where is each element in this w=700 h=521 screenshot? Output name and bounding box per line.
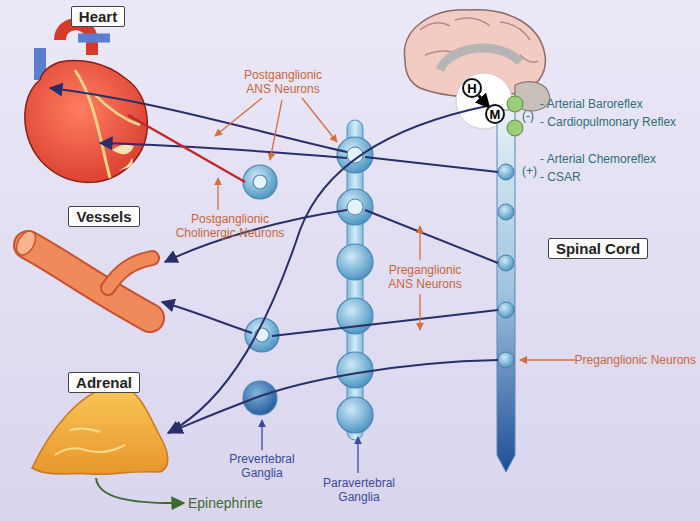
spinal-cord xyxy=(497,110,515,472)
pathway-arrow xyxy=(479,95,489,106)
adrenal-illustration xyxy=(32,386,168,475)
prevertebral-ganglion xyxy=(243,165,279,415)
preganglionic-neuron xyxy=(498,164,514,368)
annotation-label: Prevertebral Ganglia xyxy=(222,452,302,480)
annotation-label: - Arterial Chemoreflex xyxy=(540,152,656,166)
annotation-label: Postganglionic Cholinergic Neurons xyxy=(165,212,295,240)
annotation-label: - CSAR xyxy=(540,170,581,184)
vessel-illustration xyxy=(13,228,152,318)
organ-label: Heart xyxy=(71,6,125,27)
annotation-label: - Arterial Baroreflex xyxy=(540,97,643,111)
annotation-label: - Cardiopulmonary Reflex xyxy=(540,115,676,129)
neuron-line xyxy=(50,88,498,433)
paravertebral-ganglion xyxy=(337,137,373,433)
annotation-label: Preganglionic Neurons xyxy=(575,353,696,367)
node-text: H xyxy=(467,81,476,96)
annotation-label: Preganglionic ANS Neurons xyxy=(380,263,470,291)
heart-illustration xyxy=(25,24,147,182)
region-label: Spinal Cord xyxy=(548,238,648,259)
annotation-label: Epinephrine xyxy=(188,496,263,510)
brain-center: M xyxy=(485,104,505,124)
brain-center: H xyxy=(462,78,482,98)
cholinergic-neuron xyxy=(128,115,245,182)
node-text: Heart xyxy=(79,8,117,25)
organ-label: Vessels xyxy=(68,206,139,227)
node-text: Vessels xyxy=(76,208,131,225)
node-text: M xyxy=(490,107,501,122)
node-text: Spinal Cord xyxy=(556,240,640,257)
node-text: Adrenal xyxy=(76,374,132,391)
annotation-label: Paravertebral Ganglia xyxy=(318,476,400,504)
annotation-label: (-) xyxy=(522,109,534,123)
brain-illustration xyxy=(404,10,550,129)
secretion-arrow xyxy=(96,478,184,503)
annotation-label: Postganglionic ANS Neurons xyxy=(233,68,333,96)
organ-label: Adrenal xyxy=(68,372,140,393)
annotation-label: (+) xyxy=(522,164,537,178)
